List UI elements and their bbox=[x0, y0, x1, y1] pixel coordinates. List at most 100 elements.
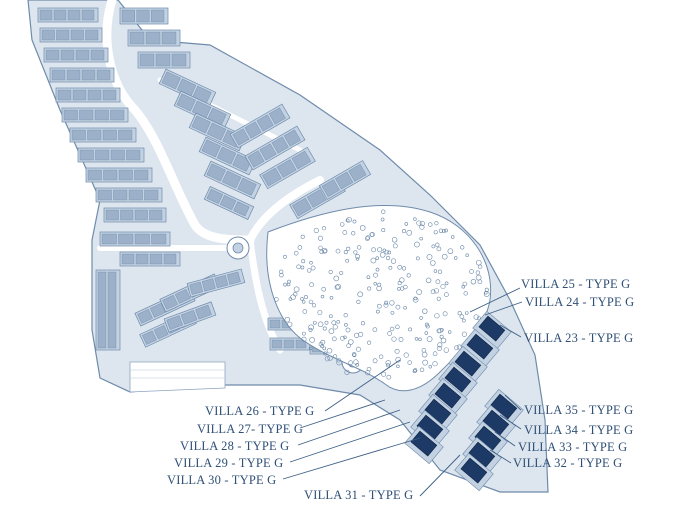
tree bbox=[475, 270, 481, 275]
tree bbox=[339, 270, 344, 275]
house-footprint bbox=[113, 189, 128, 201]
tree bbox=[308, 299, 314, 305]
house-footprint bbox=[81, 69, 96, 81]
house-footprint bbox=[321, 179, 340, 197]
tree bbox=[344, 369, 350, 375]
house-footprint bbox=[201, 278, 216, 292]
house-footprint bbox=[128, 189, 143, 201]
house-footprint bbox=[81, 9, 95, 21]
tree bbox=[355, 346, 361, 352]
house-block bbox=[39, 27, 103, 43]
house-footprint bbox=[63, 109, 78, 121]
tree bbox=[354, 332, 360, 338]
tree bbox=[441, 253, 448, 260]
tree bbox=[279, 269, 284, 274]
tree bbox=[322, 346, 327, 351]
tree bbox=[419, 224, 425, 230]
label-villa-29: VILLA 29 - TYPE G bbox=[174, 456, 283, 470]
tree bbox=[376, 303, 382, 309]
tree bbox=[419, 316, 423, 320]
tree bbox=[375, 256, 380, 260]
tree bbox=[321, 226, 327, 231]
tree bbox=[290, 294, 296, 300]
tree bbox=[441, 229, 446, 233]
house-block bbox=[49, 67, 115, 83]
tree bbox=[309, 282, 314, 288]
house-footprint bbox=[41, 29, 55, 41]
house-footprint bbox=[105, 209, 119, 221]
tree bbox=[359, 225, 366, 231]
tree bbox=[461, 331, 467, 337]
tree bbox=[444, 281, 449, 286]
tree bbox=[385, 255, 391, 261]
house-footprint bbox=[216, 146, 237, 165]
tree bbox=[355, 257, 360, 261]
tree bbox=[365, 235, 371, 240]
tree bbox=[395, 356, 401, 363]
tree bbox=[457, 311, 462, 316]
tree bbox=[323, 351, 328, 356]
tree bbox=[464, 311, 469, 315]
tree bbox=[336, 320, 340, 324]
tree bbox=[351, 352, 357, 357]
house-footprint bbox=[151, 9, 165, 23]
tree bbox=[301, 331, 306, 336]
tree bbox=[324, 320, 329, 325]
tree bbox=[310, 265, 316, 271]
tree bbox=[426, 336, 433, 342]
villa-building bbox=[434, 382, 462, 409]
tree bbox=[320, 294, 325, 299]
tree bbox=[332, 324, 338, 330]
tree bbox=[450, 235, 455, 239]
villa-building bbox=[410, 430, 438, 457]
tree bbox=[386, 374, 392, 380]
house-footprint bbox=[233, 201, 250, 217]
tree bbox=[321, 286, 327, 292]
house-block bbox=[229, 103, 291, 149]
tree bbox=[425, 324, 430, 329]
tree bbox=[419, 236, 423, 241]
house-footprint bbox=[262, 167, 282, 187]
house-footprint bbox=[291, 150, 312, 170]
tree bbox=[394, 348, 400, 354]
house-footprint bbox=[135, 253, 149, 265]
tree bbox=[414, 337, 419, 341]
tree bbox=[297, 245, 303, 250]
tree bbox=[302, 309, 308, 314]
tree bbox=[444, 292, 449, 297]
tree bbox=[332, 354, 338, 359]
tree bbox=[353, 250, 358, 255]
house-footprint bbox=[72, 89, 87, 101]
house-block bbox=[119, 7, 169, 25]
tree bbox=[408, 327, 413, 332]
tree bbox=[371, 247, 377, 253]
tree bbox=[389, 300, 395, 306]
house-block bbox=[186, 268, 246, 298]
tree bbox=[284, 316, 291, 323]
house-footprint bbox=[149, 303, 166, 318]
label-villa-27: VILLA 27- TYPE G bbox=[197, 422, 303, 436]
tree bbox=[367, 286, 372, 291]
house-footprint bbox=[283, 339, 295, 349]
house-footprint bbox=[96, 69, 111, 81]
house-footprint bbox=[134, 209, 148, 221]
house-footprint bbox=[174, 289, 191, 304]
tree bbox=[419, 221, 425, 227]
house-block bbox=[77, 147, 145, 163]
tree bbox=[383, 302, 389, 308]
house-block bbox=[95, 269, 121, 351]
house-footprint bbox=[176, 93, 196, 112]
access-road-strip bbox=[129, 361, 226, 393]
house-footprint bbox=[276, 159, 297, 178]
house-block bbox=[203, 160, 262, 200]
tree bbox=[461, 318, 466, 323]
house-footprint bbox=[118, 233, 134, 245]
house-footprint bbox=[101, 233, 117, 245]
house-footprint bbox=[136, 9, 150, 23]
house-footprint bbox=[120, 209, 134, 221]
house-footprint bbox=[268, 107, 286, 125]
tree bbox=[406, 230, 412, 236]
tree bbox=[380, 217, 385, 222]
house-footprint bbox=[87, 169, 102, 181]
house-footprint bbox=[53, 9, 67, 21]
